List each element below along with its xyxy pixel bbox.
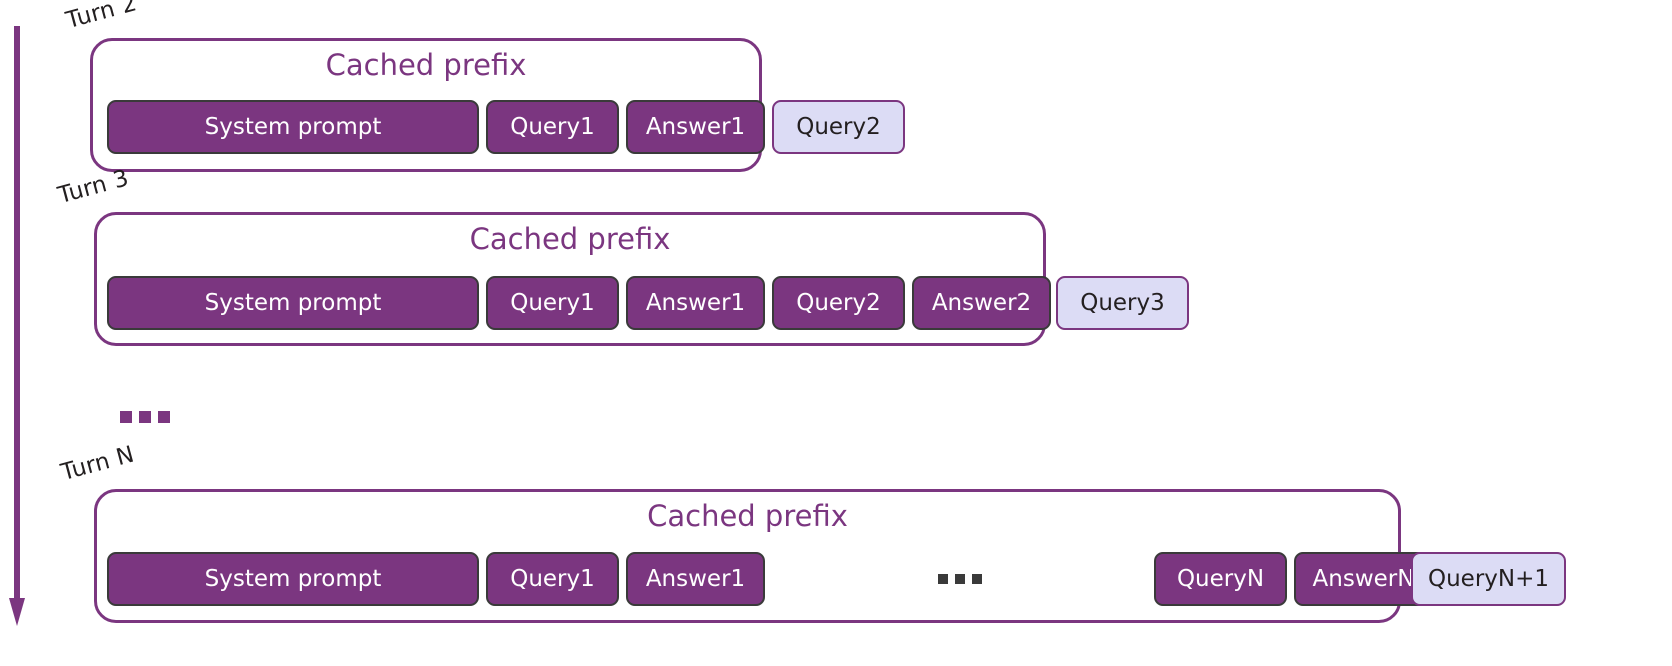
chip-system-prompt[interactable]: System prompt xyxy=(107,100,479,154)
pending-query-chip-turn-3[interactable]: Query3 xyxy=(1056,276,1189,330)
chip-query2[interactable]: Query2 xyxy=(772,276,905,330)
pending-query-chip-turn-n[interactable]: QueryN+1 xyxy=(1411,552,1566,606)
chip-system-prompt[interactable]: System prompt xyxy=(107,552,479,606)
turn-ellipsis xyxy=(120,408,170,427)
time-progression-arrow xyxy=(8,26,34,628)
chip-query1[interactable]: Query1 xyxy=(486,276,619,330)
cached-prefix-title-3: Cached prefix xyxy=(647,499,848,533)
pending-query-chip-turn-2[interactable]: Query2 xyxy=(772,100,905,154)
turn-label-1: Turn 2 xyxy=(63,0,140,34)
chip-answer2[interactable]: Answer2 xyxy=(912,276,1051,330)
token-chip-row-turn-n: System prompt Query1 Answer1 QueryN Answ… xyxy=(107,552,1433,606)
inline-ellipsis-dots-icon xyxy=(937,574,982,584)
cached-prefix-title-1: Cached prefix xyxy=(325,48,527,82)
ellipsis-dots-icon xyxy=(120,411,170,423)
token-chip-row-turn-3: System prompt Query1 Answer1 Query2 Answ… xyxy=(107,276,1051,330)
chip-ellipsis xyxy=(772,552,1147,606)
token-chip-row-turn-2: System prompt Query1 Answer1 xyxy=(107,100,765,154)
chip-answer1[interactable]: Answer1 xyxy=(626,276,765,330)
chip-answer1[interactable]: Answer1 xyxy=(626,552,765,606)
chip-queryn[interactable]: QueryN xyxy=(1154,552,1287,606)
chip-answer1[interactable]: Answer1 xyxy=(626,100,765,154)
chip-answern[interactable]: AnswerN xyxy=(1294,552,1433,606)
turn-label-2: Turn 3 xyxy=(55,165,132,209)
turn-label-3: Turn N xyxy=(58,441,137,486)
chip-query1[interactable]: Query1 xyxy=(486,100,619,154)
chip-system-prompt[interactable]: System prompt xyxy=(107,276,479,330)
chip-query1[interactable]: Query1 xyxy=(486,552,619,606)
cached-prefix-title-2: Cached prefix xyxy=(469,222,671,256)
